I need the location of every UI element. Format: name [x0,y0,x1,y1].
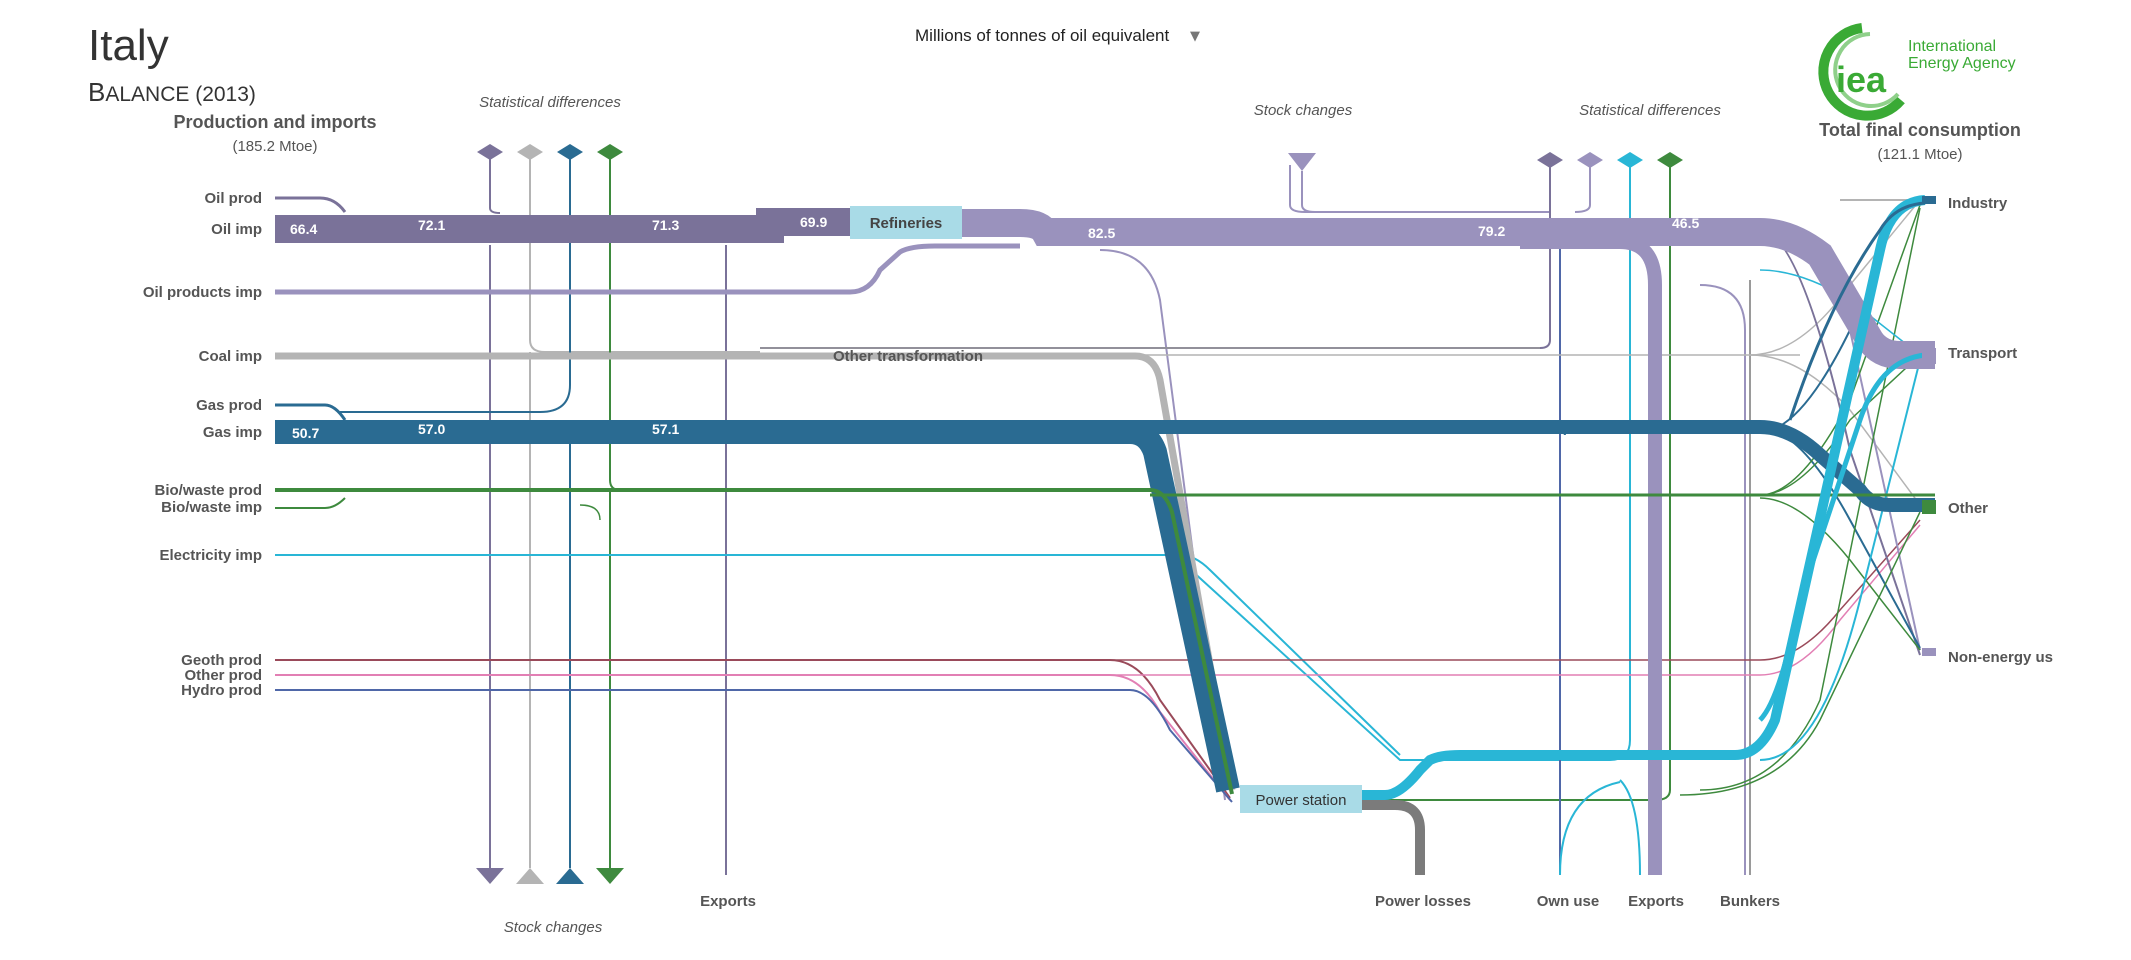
iea-logo: iea International Energy Agency [1818,23,2016,121]
iea-logo-swoosh [1818,23,1905,121]
flow-value-labels: 66.4 72.1 71.3 69.9 82.5 79.2 46.5 50.7 … [290,214,1699,441]
stat-diff-right-elec-marker[interactable] [1617,152,1643,168]
iea-logo-mark: iea [1836,59,1887,100]
iea-logo-line2: Energy Agency [1908,55,2016,72]
power-station-node[interactable] [1240,785,1362,813]
unit-selector-label: Millions of tonnes of oil equivalent [915,26,1169,45]
balance-subtitle: BALANCE (2013) [88,77,256,107]
nodes: Refineries Power station Other transform… [833,206,1362,813]
source-bio-imp[interactable]: Bio/waste imp [161,499,262,516]
other-transformation-label: Other transformation [833,348,983,365]
exports-right-label[interactable]: Exports [1628,893,1684,910]
flow-value-oil-2: 72.1 [418,217,445,233]
source-other-prod[interactable]: Other prod [185,667,263,684]
balance-subtitle-tail: ALANCE (2013) [105,83,256,106]
power-losses-label[interactable]: Power losses [1375,893,1471,910]
stock-change-gas-marker[interactable] [556,868,584,884]
stock-changes-top: Stock changes [1254,102,1353,119]
source-oil-prod[interactable]: Oil prod [205,190,263,207]
flow-value-oil-7: 46.5 [1672,215,1699,231]
stat-diff-right-oil-marker[interactable] [1537,152,1563,168]
chevron-down-icon[interactable]: ▼ [1190,29,1200,44]
stock-changes-bottom: Stock changes [504,919,603,936]
flow-value-oil-1: 66.4 [290,221,317,237]
bottom-labels: Stock changes Exports Power losses Own u… [504,893,1780,936]
thick-flows [275,195,1935,875]
sink-labels: Industry Transport Other Non-energy us [1922,195,2053,666]
flow-value-gas-1: 50.7 [292,425,319,441]
thin-flows [275,152,1921,876]
source-oil-products-imp[interactable]: Oil products imp [143,284,262,301]
sink-industry[interactable]: Industry [1948,195,2008,212]
left-header-title: Production and imports [173,112,376,132]
source-hydro-prod[interactable]: Hydro prod [181,682,262,699]
right-header-total: (121.1 Mtoe) [1877,146,1962,163]
own-use-label[interactable]: Own use [1537,893,1600,910]
right-header-title: Total final consumption [1819,120,2021,140]
iea-logo-line1: International [1908,38,1996,55]
flow-value-oil-4: 69.9 [800,214,827,230]
stock-change-markers [476,868,624,884]
refineries-label: Refineries [870,215,943,232]
source-gas-imp[interactable]: Gas imp [203,424,262,441]
stat-diff-right-oilprod-marker[interactable] [1577,152,1603,168]
stat-diff-coal-marker[interactable] [517,144,543,160]
stat-diff-gas-marker[interactable] [557,144,583,160]
stock-change-coal-marker[interactable] [516,868,544,884]
unit-selector[interactable]: Millions of tonnes of oil equivalent ▼ [915,26,1200,45]
flow-value-gas-3: 57.1 [652,421,679,437]
stock-change-bio-marker[interactable] [596,868,624,884]
stat-diff-top-left: Statistical differences [479,94,621,111]
source-labels: Oil prod Oil imp Oil products imp Coal i… [143,190,262,699]
source-bio-prod[interactable]: Bio/waste prod [154,482,262,499]
source-oil-imp[interactable]: Oil imp [211,221,262,238]
country-title: Italy [88,21,169,70]
source-coal-imp[interactable]: Coal imp [199,348,262,365]
stat-diff-bio-marker[interactable] [597,144,623,160]
flow-value-oil-6: 79.2 [1478,223,1505,239]
sink-other[interactable]: Other [1948,500,1988,517]
sink-non-energy[interactable]: Non-energy us [1948,649,2053,666]
stat-diff-right-bio-marker[interactable] [1657,152,1683,168]
source-geoth-prod[interactable]: Geoth prod [181,652,262,669]
exports-left-label[interactable]: Exports [700,893,756,910]
flow-value-gas-2: 57.0 [418,421,445,437]
stock-change-oil-marker[interactable] [476,868,504,884]
power-station-label: Power station [1256,792,1347,809]
balance-subtitle-head: B [88,77,105,107]
flow-value-oil-3: 71.3 [652,217,679,233]
sink-transport[interactable]: Transport [1948,345,2017,362]
source-gas-prod[interactable]: Gas prod [196,397,262,414]
refineries-node[interactable] [850,206,962,239]
left-header-total: (185.2 Mtoe) [232,138,317,155]
stat-diff-top-right: Statistical differences [1579,102,1721,119]
bunkers-label[interactable]: Bunkers [1720,893,1780,910]
stat-diff-oil-marker[interactable] [477,144,503,160]
stat-diff-markers [477,144,1683,213]
flow-value-oil-5: 82.5 [1088,225,1115,241]
stock-change-top-marker[interactable] [1288,153,1316,171]
source-elec-imp[interactable]: Electricity imp [159,547,262,564]
